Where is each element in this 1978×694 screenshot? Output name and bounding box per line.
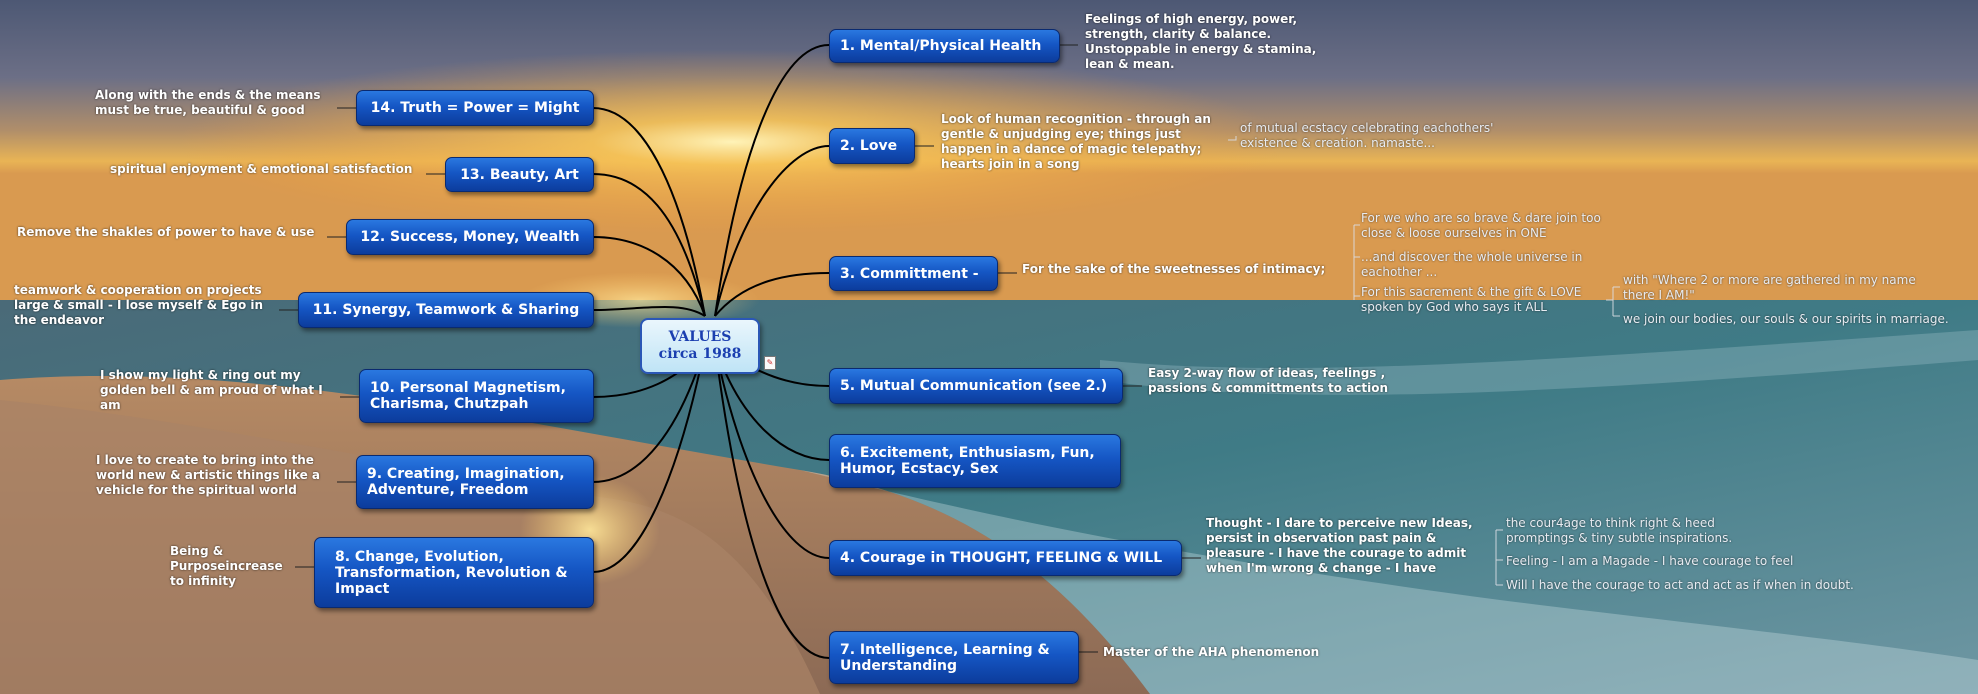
topic-courage[interactable]: 4. Courage in THOUGHT, FEELING & WILL bbox=[829, 540, 1182, 576]
subnote-committment-2: ...and discover the whole universe in ea… bbox=[1361, 250, 1583, 279]
note-mental-health: Feelings of high energy, power, strength… bbox=[1085, 12, 1317, 71]
topic-label: 14. Truth = Power = Might bbox=[370, 100, 580, 116]
note-committment: For the sake of the sweetnesses of intim… bbox=[1022, 262, 1326, 276]
topic-mental-physical-health[interactable]: 1. Mental/Physical Health bbox=[829, 29, 1060, 63]
topic-label: 11. Synergy, Teamwork & Sharing bbox=[312, 302, 580, 318]
topic-creating-imagination[interactable]: 9. Creating, Imagination, Adventure, Fre… bbox=[356, 455, 594, 509]
topic-label: 7. Intelligence, Learning & Understandin… bbox=[840, 641, 1050, 674]
note-intelligence: Master of the AHA phenomenon bbox=[1103, 645, 1320, 659]
subnote-committment-3b: we join our bodies, our souls & our spir… bbox=[1623, 312, 1949, 326]
subnote-courage-2: Feeling - I am a Magade - I have courage… bbox=[1506, 554, 1794, 568]
topic-beauty-art[interactable]: 13. Beauty, Art bbox=[445, 157, 594, 192]
subnote-courage-3: Will I have the courage to act and act a… bbox=[1506, 578, 1854, 592]
topic-label: 9. Creating, Imagination, Adventure, Fre… bbox=[367, 466, 565, 498]
topic-love[interactable]: 2. Love bbox=[829, 128, 915, 164]
topic-personal-magnetism[interactable]: 10. Personal Magnetism, Charisma, Chutzp… bbox=[359, 369, 594, 423]
topic-label: 4. Courage in THOUGHT, FEELING & WILL bbox=[840, 550, 1163, 566]
central-topic[interactable]: VALUES circa 1988 bbox=[640, 318, 760, 374]
note-icon[interactable]: ✎ bbox=[764, 356, 776, 370]
central-topic-subtitle: circa 1988 bbox=[658, 346, 742, 362]
subnote-committment-3: For this sacrement & the gift & LOVE spo… bbox=[1361, 285, 1582, 314]
topic-committment[interactable]: 3. Committment - bbox=[829, 256, 998, 291]
note-personal-magnetism: I show my light & ring out my golden bel… bbox=[100, 368, 323, 412]
note-truth-power: Along with the ends & the means must be … bbox=[95, 88, 321, 117]
subnote-committment-3a: with "Where 2 or more are gathered in my… bbox=[1623, 273, 1916, 302]
topic-label: 3. Committment - bbox=[840, 265, 979, 282]
topic-label: 1. Mental/Physical Health bbox=[840, 38, 1042, 54]
subnote-courage-1: the cour4age to think right & heed promp… bbox=[1506, 516, 1733, 545]
topic-label: 5. Mutual Communication (see 2.) bbox=[840, 378, 1108, 394]
note-synergy: teamwork & cooperation on projects large… bbox=[14, 283, 264, 327]
note-creating: I love to create to bring into the world… bbox=[96, 453, 321, 497]
topic-label: 8. Change, Evolution, Transformation, Re… bbox=[335, 548, 568, 597]
note-love: Look of human recognition - through an g… bbox=[941, 112, 1211, 171]
note-change: Being & Purposeincrease to infinity bbox=[170, 544, 283, 588]
note-success-money: Remove the shakles of power to have & us… bbox=[17, 225, 315, 239]
note-mutual-communication: Easy 2-way flow of ideas, feelings , pas… bbox=[1148, 366, 1389, 395]
note-beauty-art: spiritual enjoyment & emotional satisfac… bbox=[110, 162, 413, 176]
topic-excitement[interactable]: 6. Excitement, Enthusiasm, Fun, Humor, E… bbox=[829, 434, 1121, 488]
note-courage: Thought - I dare to perceive new Ideas, … bbox=[1206, 516, 1473, 575]
topic-label: 13. Beauty, Art bbox=[460, 166, 579, 183]
topic-change-evolution[interactable]: 8. Change, Evolution, Transformation, Re… bbox=[314, 537, 594, 608]
topic-truth-power[interactable]: 14. Truth = Power = Might bbox=[356, 90, 594, 126]
topic-label: 12. Success, Money, Wealth bbox=[360, 229, 580, 245]
subnote-committment-1: For we who are so brave & dare join too … bbox=[1361, 211, 1601, 240]
topic-intelligence[interactable]: 7. Intelligence, Learning & Understandin… bbox=[829, 631, 1079, 684]
topic-success-money[interactable]: 12. Success, Money, Wealth bbox=[346, 219, 594, 255]
topic-label: 10. Personal Magnetism, Charisma, Chutzp… bbox=[370, 380, 566, 412]
topic-mutual-communication[interactable]: 5. Mutual Communication (see 2.) bbox=[829, 368, 1123, 404]
topic-label: 6. Excitement, Enthusiasm, Fun, Humor, E… bbox=[840, 445, 1095, 477]
topic-label: 2. Love bbox=[840, 138, 898, 154]
subnote-love: of mutual ecstacy celebrating eachothers… bbox=[1240, 121, 1494, 150]
topic-synergy-teamwork[interactable]: 11. Synergy, Teamwork & Sharing bbox=[298, 292, 594, 328]
central-topic-title: VALUES bbox=[668, 329, 732, 345]
